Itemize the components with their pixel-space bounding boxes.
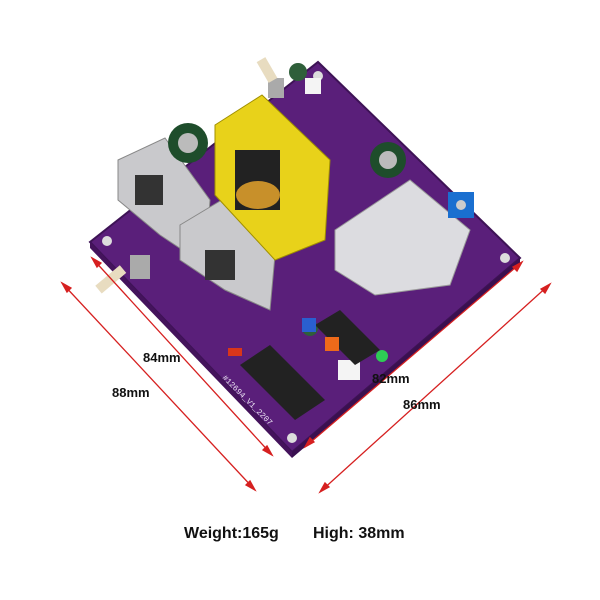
ic-chip: [240, 345, 325, 420]
height-label: High: 38mm: [313, 525, 405, 542]
weight-label: Weight:165g: [184, 525, 279, 542]
screw-terminal: [256, 57, 284, 98]
mounting-hole: [500, 253, 510, 263]
capacitor: [168, 123, 208, 163]
pcb-edge: [292, 258, 520, 458]
capacitor: [325, 337, 339, 351]
arrowhead: [261, 444, 274, 457]
arrowhead: [318, 481, 331, 494]
ic-chip: [315, 310, 380, 365]
arrowhead: [539, 282, 552, 295]
capacitor: [289, 63, 307, 81]
dimension-line-82mm: [304, 261, 523, 448]
arrowhead: [244, 479, 257, 492]
arrowhead: [60, 281, 73, 294]
dimension-label-86mm: 86mm: [403, 397, 441, 412]
terminal-block: [448, 192, 474, 218]
trimmer: [302, 318, 316, 332]
dimension-label-88mm: 88mm: [112, 385, 150, 400]
dimension-label-84mm: 84mm: [143, 350, 181, 365]
mounting-hole: [287, 433, 297, 443]
dimension-lines: [60, 256, 552, 494]
connector: [305, 78, 321, 94]
arrowhead: [90, 256, 103, 269]
mounting-hole: [102, 236, 112, 246]
capacitor: [370, 142, 406, 178]
led: [376, 350, 388, 362]
arrowhead: [303, 436, 316, 449]
pcb-edge: [90, 242, 292, 458]
capacitor: [228, 348, 242, 356]
arrowhead: [511, 260, 524, 273]
dimension-line-86mm: [319, 283, 551, 493]
dimension-line-84mm: [91, 257, 273, 456]
connector: [338, 360, 360, 380]
dimension-line-88mm: [61, 282, 256, 491]
transformer: [214, 94, 331, 261]
dimension-label-82mm: 82mm: [372, 371, 410, 386]
heatsink-right: [334, 179, 471, 296]
